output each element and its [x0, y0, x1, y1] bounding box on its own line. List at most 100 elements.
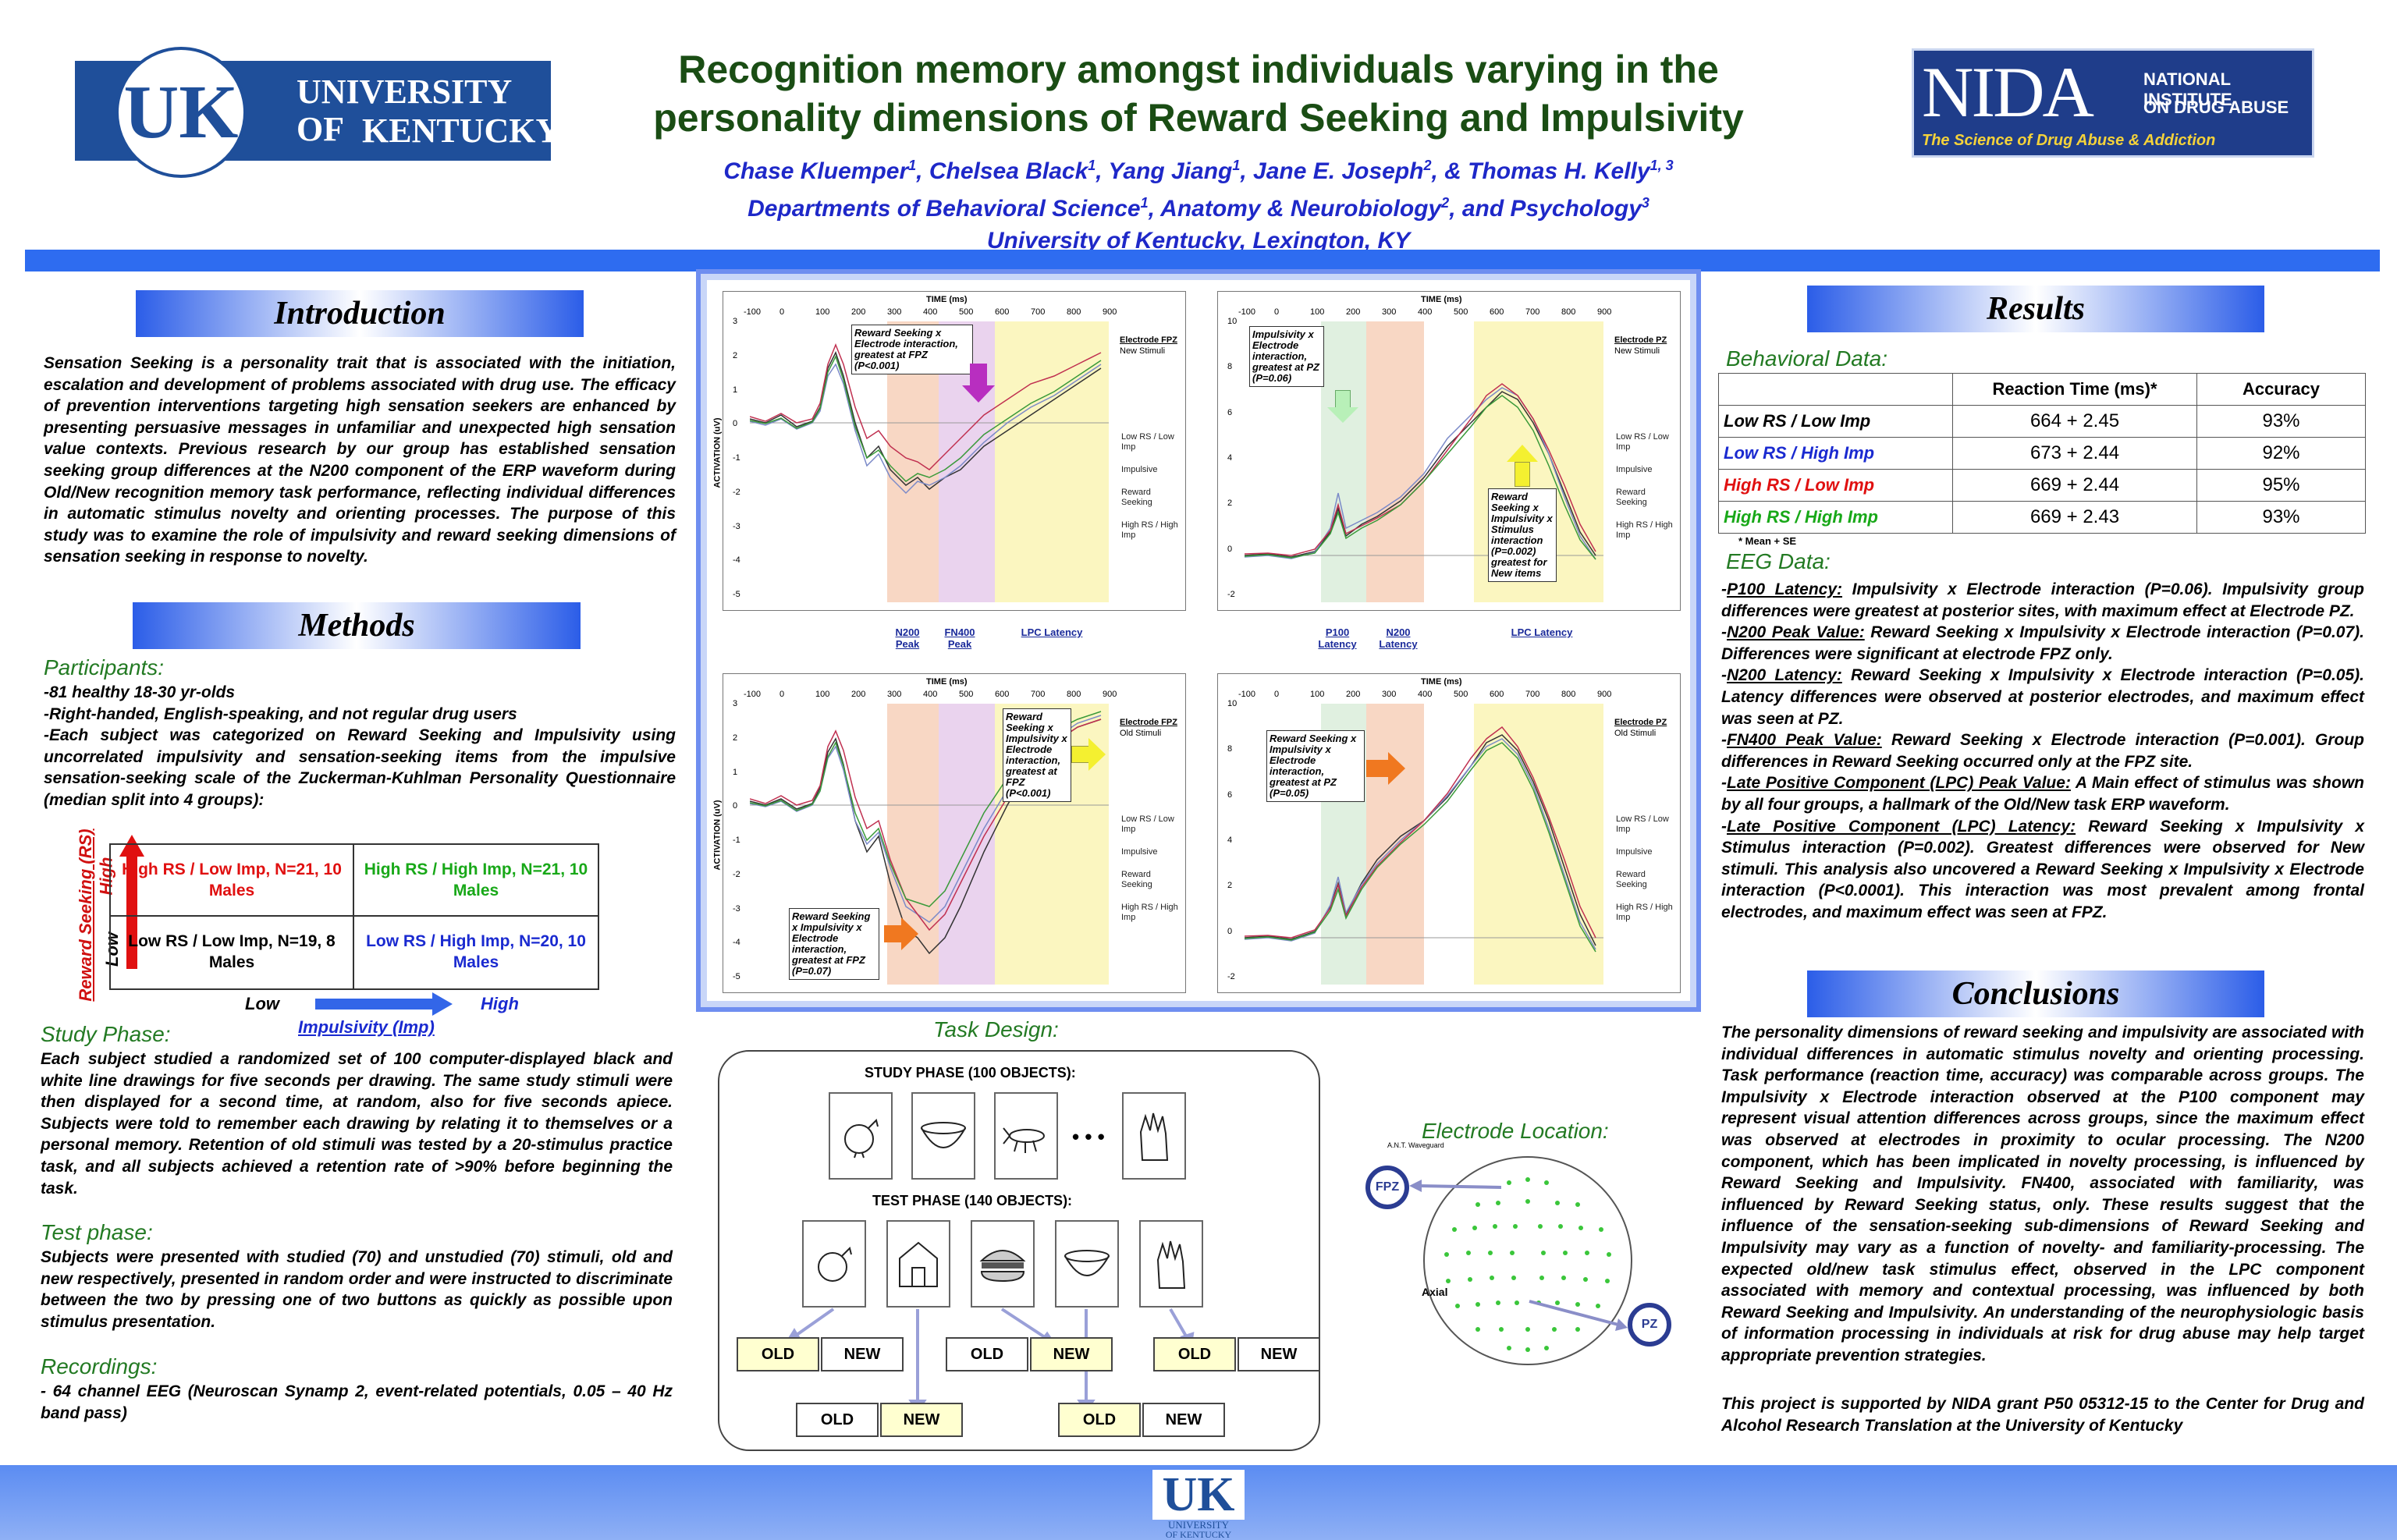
- nida-logo-line2: ON DRUG ABUSE: [2143, 98, 2289, 117]
- erp-chart-fpz-old: TIME (ms) Electrode FPZ Old Stimuli Rewa…: [713, 673, 1186, 993]
- x-tick-label: -100: [744, 690, 762, 699]
- accuracy-cell: 93%: [2196, 405, 2366, 438]
- chart-annotation-2: Reward Seeking x Impulsivity x Electrode…: [789, 908, 879, 980]
- stimuli-label: Old Stimuli: [1614, 729, 1657, 738]
- legend-item: Reward Seeking: [1121, 870, 1152, 889]
- y-axis-arrowhead: [119, 835, 144, 857]
- old-button[interactable]: OLD: [796, 1403, 879, 1437]
- y-tick-label: 1: [733, 385, 738, 395]
- time-label: TIME (ms): [926, 677, 968, 687]
- behavioral-table: Reaction Time (ms)* Accuracy Low RS / Lo…: [1718, 373, 2366, 534]
- footer-uk-line2: OF KENTUCKY: [1165, 1529, 1232, 1540]
- old-button[interactable]: OLD: [946, 1337, 1028, 1371]
- turkey-picture: [829, 1092, 893, 1180]
- uk-logo: UK UNIVERSITY OF KENTUCKY: [75, 47, 560, 178]
- recordings-heading: Recordings:: [41, 1354, 158, 1379]
- legend-item: High RS / High Imp: [1121, 903, 1178, 922]
- x-tick-label: 300: [887, 307, 902, 317]
- legend-item: High RS / High Imp: [1121, 520, 1178, 540]
- y-tick-label: -4: [733, 555, 740, 566]
- group-high-high: High RS / High Imp, N=21, 10 Males: [354, 845, 598, 917]
- legend: Low RS / Low Imp Impulsive Reward Seekin…: [1121, 432, 1184, 541]
- footer-uk-logo: UK UNIVERSITY OF KENTUCKY: [1149, 1467, 1248, 1540]
- right-arrowhead-icon: [1088, 738, 1106, 771]
- old-button[interactable]: OLD: [737, 1337, 819, 1371]
- x-tick-label: 100: [815, 690, 830, 699]
- up-arrow-icon: [1515, 462, 1530, 487]
- time-label: TIME (ms): [1421, 295, 1462, 304]
- y-tick-label: 6: [1227, 407, 1233, 417]
- old-button[interactable]: OLD: [1058, 1403, 1141, 1437]
- glove-picture: [1122, 1092, 1186, 1180]
- new-button[interactable]: NEW: [1030, 1337, 1113, 1371]
- x-tick-label: 800: [1067, 690, 1081, 699]
- authors-block: Chase Kluemper1, Chelsea Black1, Yang Ji…: [593, 150, 1804, 257]
- x-tick-label: 800: [1561, 690, 1576, 699]
- new-button[interactable]: NEW: [880, 1403, 963, 1437]
- behavioral-heading: Behavioral Data:: [1726, 346, 1888, 371]
- up-arrowhead-icon: [1507, 445, 1538, 462]
- uk-logo-circle: UK: [115, 47, 247, 178]
- x-tick-label: -100: [1238, 307, 1256, 317]
- study-phase-heading: Study Phase:: [41, 1022, 171, 1046]
- ant-label: A.N.T. Waveguard: [1387, 1141, 1444, 1149]
- y-tick-label: -5: [733, 972, 740, 981]
- y-tick-label: 0: [1227, 544, 1233, 554]
- y-tick-label: 6: [1227, 790, 1233, 800]
- x-tick-label: 600: [1490, 690, 1504, 699]
- legend-item: Low RS / Low Imp: [1121, 432, 1174, 452]
- x-tick-label: 200: [851, 690, 866, 699]
- legend-item: Low RS / Low Imp: [1616, 432, 1669, 452]
- y-tick-label: -1: [733, 836, 740, 845]
- right-arrowhead-icon: [1388, 752, 1405, 785]
- eeg-item-label: FN400 Peak Value:: [1727, 731, 1882, 750]
- new-button[interactable]: NEW: [1238, 1337, 1320, 1371]
- legend-item: Low RS / Low Imp: [1616, 814, 1669, 834]
- fn400-band: [939, 704, 995, 985]
- y-tick-label: 0: [733, 419, 738, 429]
- x-tick-label: 500: [1454, 307, 1468, 317]
- y-tick-label: 8: [1227, 744, 1233, 754]
- x-tick-label: -100: [744, 307, 762, 317]
- nida-logo-tagline: The Science of Drug Abuse & Addiction: [1922, 132, 2216, 149]
- legend-item: Impulsive: [1616, 465, 1653, 474]
- x-tick-label: 400: [923, 690, 938, 699]
- participants-list: -81 healthy 18-30 yr-olds -Right-handed,…: [44, 682, 676, 811]
- electrode-label: Electrode PZ: [1614, 335, 1667, 345]
- time-label: TIME (ms): [1421, 677, 1462, 687]
- eeg-item: -N200 Latency: Reward Seeking x Impulsiv…: [1721, 666, 2364, 728]
- footer-uk-line1: UNIVERSITY: [1168, 1519, 1229, 1531]
- new-button[interactable]: NEW: [821, 1337, 904, 1371]
- y-tick-label: 2: [733, 733, 738, 743]
- funding-note: This project is supported by NIDA grant …: [1721, 1395, 2364, 1435]
- bowl-picture: [1055, 1220, 1119, 1308]
- x-tick-label: 900: [1103, 307, 1117, 317]
- group-grid: High RS / Low Imp, N=21, 10 Males High R…: [109, 843, 599, 990]
- electrode-dots: [1444, 1177, 1611, 1352]
- table-header-cell: Reaction Time (ms)*: [1952, 373, 2197, 406]
- x-tick-label: 100: [1310, 690, 1325, 699]
- x-tick-label: 400: [923, 307, 938, 317]
- y-axis-title: ACTIVATION (uV): [712, 800, 723, 871]
- new-button[interactable]: NEW: [1142, 1403, 1225, 1437]
- eeg-item-label: Late Positive Component (LPC) Peak Value…: [1727, 774, 2071, 793]
- eeg-item: -Late Positive Component (LPC) Peak Valu…: [1721, 774, 2364, 814]
- authors: Chase Kluemper1, Chelsea Black1, Yang Ji…: [723, 158, 1674, 184]
- eeg-item-text: Reward Seeking x Impulsivity x Stimulus …: [1721, 817, 2365, 921]
- test-phase-heading: Test phase:: [41, 1220, 153, 1244]
- stimuli-label: Old Stimuli: [1120, 729, 1162, 738]
- chart-annotation: Impulsivity x Electrode interaction, gre…: [1249, 326, 1324, 387]
- x-tick-label: 600: [995, 690, 1010, 699]
- right-arrowhead-icon: [901, 917, 918, 950]
- old-button[interactable]: OLD: [1153, 1337, 1236, 1371]
- head-outline: [1423, 1156, 1632, 1365]
- x-tick-label: 300: [1382, 307, 1397, 317]
- eeg-item-label: N200 Peak Value:: [1727, 623, 1865, 642]
- x-tick-label: 500: [1454, 690, 1468, 699]
- rt-cell: 673 + 2.44: [1952, 437, 2197, 470]
- x-tick-label: 200: [1346, 690, 1361, 699]
- x-tick-label: 0: [779, 690, 785, 699]
- legend-item: Impulsive: [1121, 847, 1158, 857]
